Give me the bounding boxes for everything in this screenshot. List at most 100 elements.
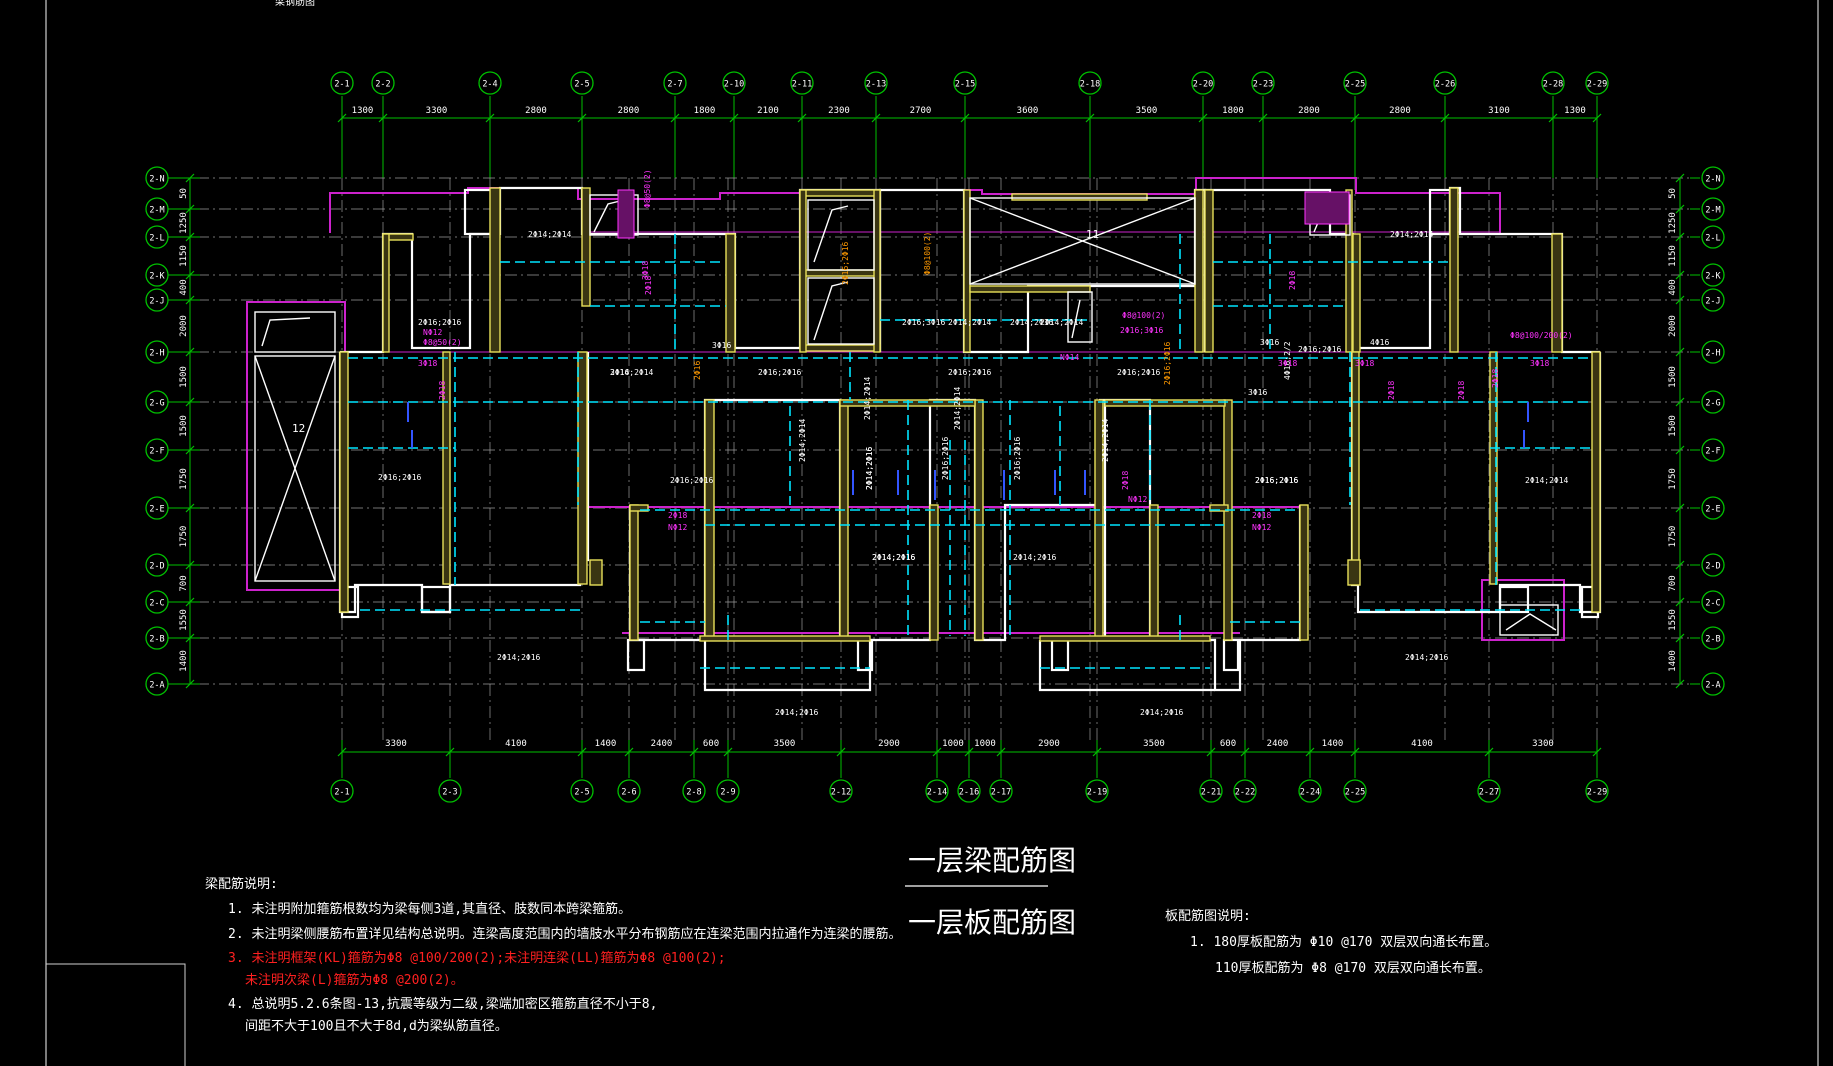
rebar-label: 2Φ16;2Φ16	[418, 318, 462, 327]
top-dimension: 1800	[694, 106, 716, 116]
svg-text:2-4: 2-4	[482, 80, 497, 90]
svg-text:2-12: 2-12	[831, 788, 851, 798]
svg-text:2-26: 2-26	[1435, 80, 1455, 90]
svg-text:2-A: 2-A	[149, 681, 164, 691]
axis-bubble-bottom: 2-16	[957, 779, 981, 803]
rebar-label-magenta: NΦ12	[1252, 523, 1271, 532]
right-dimension: 700	[1668, 575, 1678, 591]
right-dimension: 1150	[1668, 245, 1678, 267]
bottom-dimension: 600	[1220, 739, 1236, 749]
axis-bubble-top: 2-10	[722, 71, 746, 95]
svg-text:2-D: 2-D	[1705, 562, 1720, 572]
rebar-label-orange: Φ8@100(2)	[923, 232, 932, 275]
top-dimension: 3500	[1136, 106, 1158, 116]
rebar-label-magenta: 2Φ18	[1288, 271, 1297, 290]
svg-text:2-14: 2-14	[927, 788, 947, 798]
axis-bubble-bottom: 2-17	[989, 779, 1013, 803]
top-dimension: 3600	[1017, 106, 1039, 116]
left-dimension: 1500	[179, 415, 189, 437]
rebar-label: 2Φ14;2Φ14	[798, 418, 807, 462]
rebar-label-magenta: Φ8@50(2)	[643, 169, 652, 208]
top-dimension: 1300	[1564, 106, 1586, 116]
top-cut-text: 梁钢筋图	[275, 0, 315, 8]
svg-text:2-K: 2-K	[1705, 272, 1721, 282]
rebar-label-magenta: NΦ12	[423, 328, 442, 337]
svg-text:2-8: 2-8	[686, 788, 701, 798]
rebar-label-magenta: Φ8@100(2)	[1122, 311, 1165, 320]
svg-text:2-29: 2-29	[1587, 788, 1607, 798]
rebar-label: 2Φ16;2Φ16	[758, 368, 802, 377]
axis-bubble-top: 2-20	[1191, 71, 1215, 95]
svg-text:2-1: 2-1	[334, 80, 349, 90]
axis-bubble-bottom: 2-22	[1233, 779, 1257, 803]
axis-bubble-top: 2-18	[1078, 71, 1102, 95]
axis-bubble-left: 2-L	[145, 225, 169, 249]
svg-text:2-17: 2-17	[991, 788, 1011, 798]
axis-bubble-top: 2-1	[330, 71, 354, 95]
left-dimension: 1550	[179, 609, 189, 631]
left-dimension: 50	[179, 188, 189, 199]
bottom-dimension: 1000	[942, 739, 964, 749]
rebar-label-magenta: Φ8@100/200(2)	[1510, 331, 1573, 340]
rebar-label-orange: 2Φ16	[693, 361, 702, 380]
rebar-label: 3Φ16	[712, 341, 731, 350]
left-dimension: 1150	[179, 245, 189, 267]
beam-note-3: 3. 未注明框架(KL)箍筋为Φ8 @100/200(2);未注明连梁(LL)箍…	[228, 950, 726, 966]
right-dimension: 1750	[1668, 526, 1678, 548]
svg-text:2-1: 2-1	[334, 788, 349, 798]
axis-bubble-top: 2-5	[570, 71, 594, 95]
slab-note-1: 1. 180厚板配筋为 Φ10 @170 双层双向通长布置。	[1190, 934, 1497, 950]
svg-text:2-20: 2-20	[1193, 80, 1213, 90]
svg-text:2-J: 2-J	[149, 297, 164, 307]
bottom-dimension: 4100	[1411, 739, 1433, 749]
svg-text:2-25: 2-25	[1345, 80, 1365, 90]
axis-bubble-left: 2-E	[145, 496, 169, 520]
svg-text:2-27: 2-27	[1479, 788, 1499, 798]
rebar-label-magenta: 2Φ18	[644, 276, 653, 295]
rebar-label-magenta: Φ8@50(2)	[423, 338, 462, 347]
axis-bubble-top: 2-26	[1433, 71, 1457, 95]
svg-text:2-7: 2-7	[667, 80, 682, 90]
rebar-label: 2Φ14;2Φ16	[497, 653, 541, 662]
axis-bubble-right: 2-H	[1701, 340, 1725, 364]
svg-text:2-11: 2-11	[792, 80, 812, 90]
svg-text:2-L: 2-L	[1705, 234, 1720, 244]
beam-drawing-title: 一层梁配筋图	[908, 844, 1076, 877]
beam-notes-heading: 梁配筋说明:	[205, 876, 278, 892]
shear-walls	[339, 187, 1601, 642]
left-dimension: 1250	[179, 212, 189, 234]
rebar-label: 2Φ14;2Φ16	[1013, 553, 1057, 562]
right-dimension: 400	[1668, 279, 1678, 295]
axis-bubble-bottom: 2-14	[925, 779, 949, 803]
axis-bubble-top: 2-7	[663, 71, 687, 95]
axis-bubble-right: 2-A	[1701, 672, 1725, 696]
bottom-dimension: 2400	[1267, 739, 1289, 749]
axis-bubble-bottom: 2-29	[1585, 779, 1609, 803]
svg-text:2-6: 2-6	[621, 788, 636, 798]
axis-bubble-left: 2-C	[145, 590, 169, 614]
rebar-label: 2Φ14;2Φ14	[1390, 230, 1434, 239]
axis-bubble-top: 2-11	[790, 71, 814, 95]
rebar-label-magenta: 2Φ18	[1491, 369, 1500, 388]
rebar-label: 2Φ14;2Φ16	[1140, 708, 1184, 717]
rebar-label: 4Φ16	[1370, 338, 1389, 347]
axis-bubble-right: 2-D	[1701, 553, 1725, 577]
rebar-label-magenta: 2Φ18	[1387, 381, 1396, 400]
svg-text:2-C: 2-C	[1705, 599, 1720, 609]
rebar-label: 3Φ16	[610, 368, 629, 377]
rebar-label-magenta: 3Φ18	[1355, 359, 1374, 368]
axis-bubble-bottom: 2-6	[617, 779, 641, 803]
svg-text:2-K: 2-K	[149, 272, 165, 282]
rebar-label-magenta: NΦ12	[1128, 495, 1147, 504]
rebar-label-magenta: NΦ14	[1060, 353, 1079, 362]
axis-bubble-bottom: 2-24	[1298, 779, 1322, 803]
rebar-label: 2Φ14;2Φ14	[953, 386, 962, 430]
rebar-label-magenta: 2Φ18	[1457, 381, 1466, 400]
rebar-label-magenta: 3Φ18	[641, 261, 650, 280]
svg-text:2-M: 2-M	[149, 206, 164, 216]
rebar-label: 3Φ16	[1260, 338, 1279, 347]
axis-bubble-top: 2-13	[864, 71, 888, 95]
rebar-label-magenta: 2Φ18	[438, 381, 447, 400]
bottom-dimension: 3300	[1532, 739, 1554, 749]
